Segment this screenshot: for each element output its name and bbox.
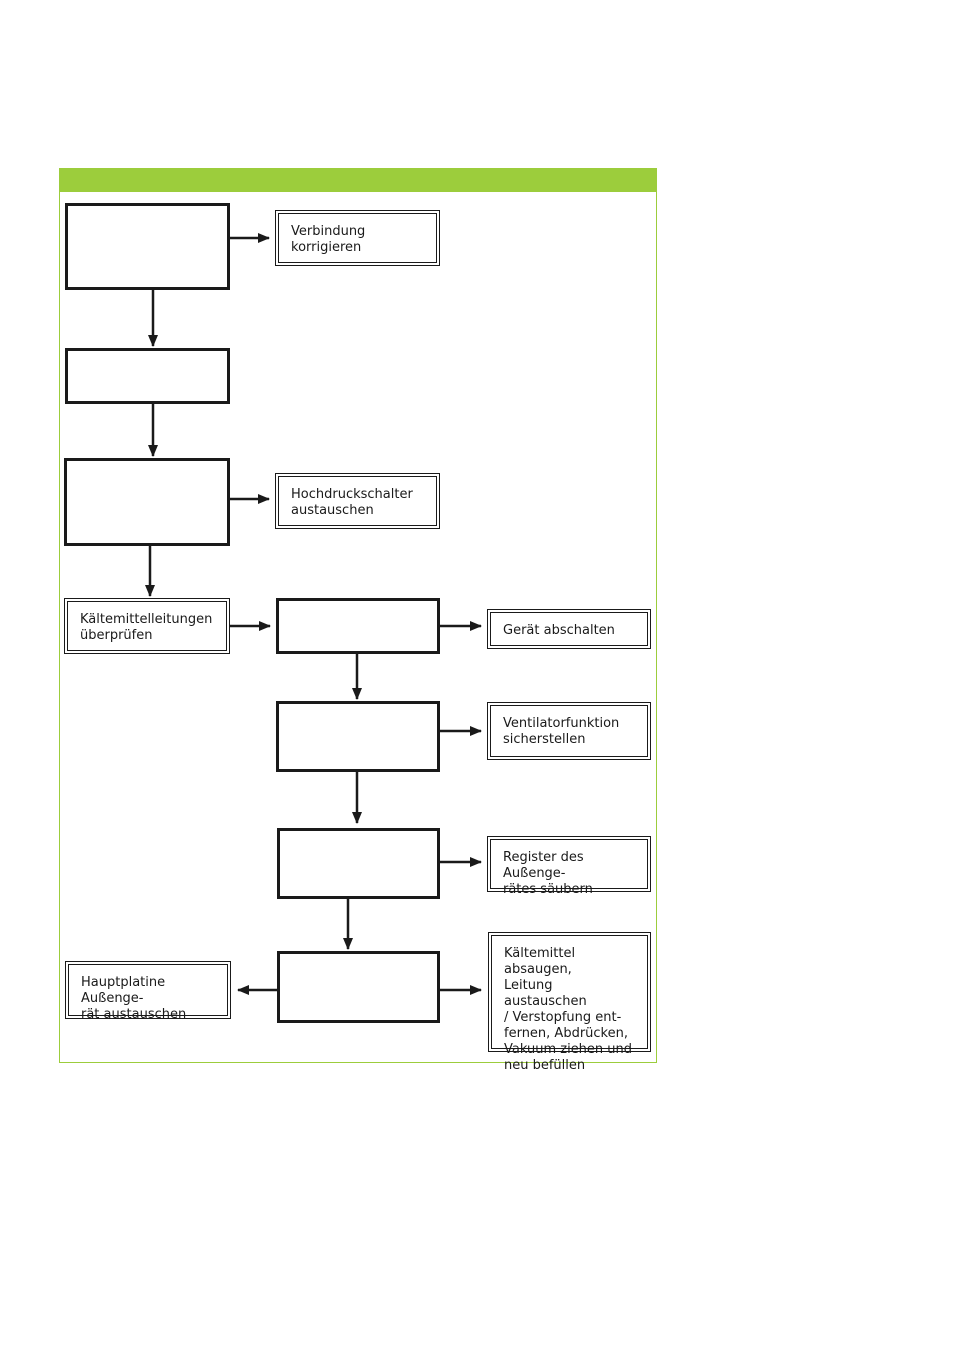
decision-box-6 [277,828,440,899]
action-label: Ventilatorfunktion sicherstellen [490,705,648,757]
decision-box-1 [65,203,230,290]
action-box-kaeltemittel-absaugen: Kältemittel absaugen, Leitung austausche… [488,932,651,1073]
action-label: Kältemittelleitungen überprüfen [67,601,227,651]
decision-box-5 [276,701,440,772]
action-label: Verbindung korrigieren [278,213,437,263]
action-box-hochdruckschalter: Hochdruckschalter austauschen [275,473,440,529]
decision-box-4 [276,598,440,654]
action-label: Hauptplatine Außenge- rät austauschen [68,964,228,1022]
action-box-verbindung: Verbindung korrigieren [275,210,440,266]
decision-box-3 [64,458,230,546]
action-box-register: Register des Außenge- rätes säubern [487,836,651,897]
action-label: Gerät abschalten [490,612,648,646]
action-label: Kältemittel absaugen, Leitung austausche… [491,935,648,1073]
action-box-geraet-abschalten: Gerät abschalten [487,609,651,649]
decision-box-7 [277,951,440,1023]
action-label: Hochdruckschalter austauschen [278,476,437,526]
action-box-hauptplatine: Hauptplatine Außenge- rät austauschen [65,961,231,1022]
action-label: Register des Außenge- rätes säubern [490,839,648,897]
decision-box-2 [65,348,230,404]
action-box-ventilatorfunktion: Ventilatorfunktion sicherstellen [487,702,651,760]
action-box-kaeltemittelleitungen: Kältemittelleitungen überprüfen [64,598,230,654]
panel-header-bar [60,169,656,192]
